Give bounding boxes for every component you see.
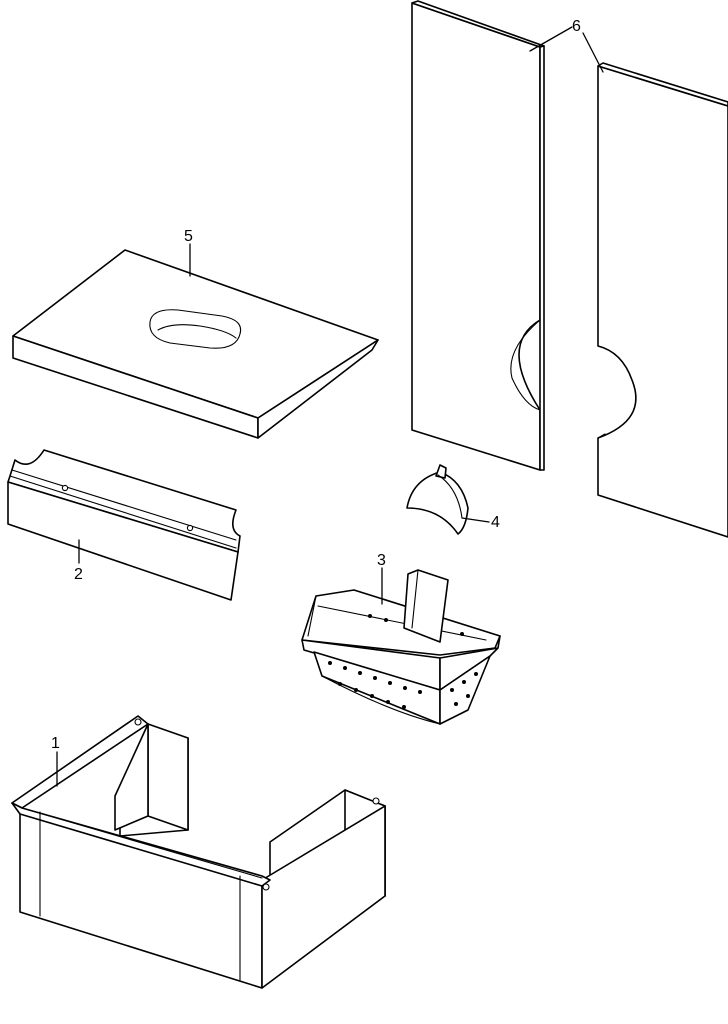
part-4-leader (461, 517, 490, 523)
part-3-callout: 3 (377, 552, 386, 569)
mounting-hole (61, 484, 69, 492)
part-6-leader-right (582, 32, 604, 73)
part-6-right-panel (597, 62, 728, 538)
part-4-shield (406, 464, 469, 535)
part-2-deflector (7, 449, 241, 601)
part-1-housing (11, 715, 386, 989)
part-6-left-panel (411, 0, 545, 471)
housing-front-face (19, 807, 263, 989)
oval-opening (149, 309, 242, 349)
mounting-hole (186, 524, 194, 532)
part-6-callout: 6 (572, 18, 581, 35)
part-6-leader-left (529, 26, 573, 52)
mounting-hole (262, 883, 270, 891)
mounting-hole (134, 718, 142, 726)
mounting-hole (372, 797, 380, 805)
part-1-callout: 1 (51, 735, 60, 752)
housing-side-face (261, 805, 386, 989)
part-5-callout: 5 (184, 228, 193, 245)
ash-chute (403, 569, 449, 643)
part-2-callout: 2 (74, 566, 83, 583)
part-3-burn-pot (301, 569, 501, 725)
part-5-baffle-board (12, 249, 379, 439)
part-4-callout: 4 (491, 514, 500, 531)
perforation-holes (328, 614, 478, 709)
